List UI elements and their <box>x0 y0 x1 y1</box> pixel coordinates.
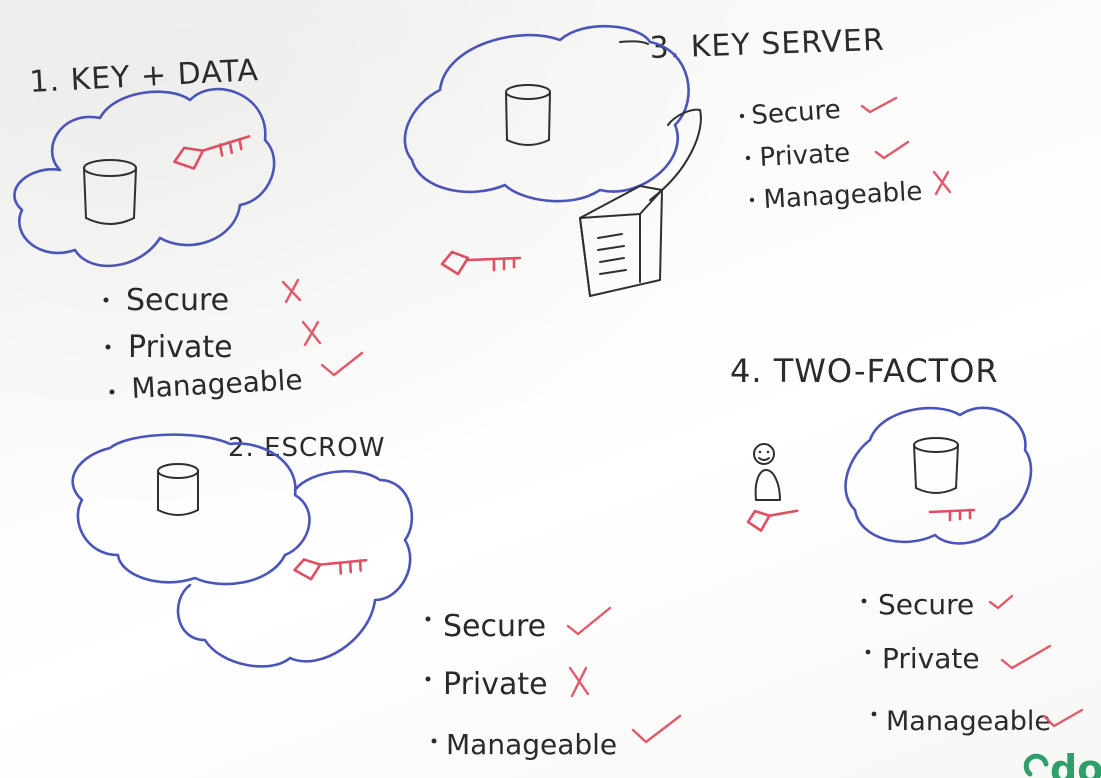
key-data-list: Secure Private Manageable <box>103 278 364 405</box>
x-icon <box>301 320 322 347</box>
x-icon <box>568 666 590 698</box>
key-server-item-manageable: Manageable <box>763 177 923 215</box>
escrow-list: Secure Private Manageable <box>425 606 682 761</box>
x-icon <box>932 170 952 196</box>
scenario-key-server-title: 3. KEY SERVER <box>649 23 885 66</box>
key-icon <box>746 509 799 532</box>
scenario-key-data: 1. KEY + DATA Secure Private Manageabl <box>13 53 364 405</box>
check-icon <box>874 140 910 160</box>
key-icon <box>440 250 522 276</box>
escrow-item-manageable: Manageable <box>446 728 617 761</box>
check-icon <box>631 714 682 744</box>
check-icon <box>1042 708 1084 728</box>
person-icon <box>753 443 781 501</box>
check-icon <box>566 606 612 636</box>
two-factor-item-manageable: Manageable <box>886 706 1051 737</box>
cloud-icon <box>176 470 414 668</box>
key-server-item-private: Private <box>759 138 851 173</box>
server-icon <box>579 108 702 297</box>
two-factor-item-private: Private <box>882 642 980 675</box>
database-icon <box>157 463 199 516</box>
scenario-two-factor-title: 4. TWO-FACTOR <box>730 352 999 390</box>
key-data-item-private: Private <box>128 330 233 365</box>
check-icon <box>1000 644 1052 670</box>
cloud-icon <box>403 24 690 203</box>
key-data-item-secure: Secure <box>126 283 229 318</box>
scenario-two-factor: 4. TWO-FACTOR <box>730 352 1084 737</box>
brand-logo-text: do <box>1050 747 1101 778</box>
key-server-list: Secure Private Manageable <box>739 95 952 215</box>
two-factor-item-secure: Secure <box>878 588 974 621</box>
escrow-item-secure: Secure <box>443 609 546 644</box>
scenario-escrow-title: 2. ESCROW <box>228 433 385 463</box>
scenario-escrow: 2. ESCROW Secure Private Manage <box>71 433 682 761</box>
escrow-item-private: Private <box>443 667 548 702</box>
cloud-icon <box>71 433 311 586</box>
check-icon <box>320 351 364 377</box>
key-data-item-manageable: Manageable <box>131 363 304 405</box>
brand-logo: do <box>1023 747 1101 778</box>
database-icon <box>505 84 551 146</box>
key-icon <box>928 508 976 522</box>
cloud-icon <box>13 87 276 268</box>
database-icon <box>83 159 137 225</box>
key-icon <box>293 558 368 581</box>
key-server-item-secure: Secure <box>750 95 841 131</box>
scenario-key-server: 3. KEY SERVER Secure <box>403 23 952 297</box>
two-factor-list: Secure Private Manageable <box>861 588 1084 737</box>
check-icon <box>860 96 898 114</box>
key-icon <box>173 135 251 170</box>
database-icon <box>913 437 959 494</box>
cloud-icon <box>844 406 1033 545</box>
x-icon <box>281 278 302 304</box>
check-icon <box>988 594 1014 610</box>
